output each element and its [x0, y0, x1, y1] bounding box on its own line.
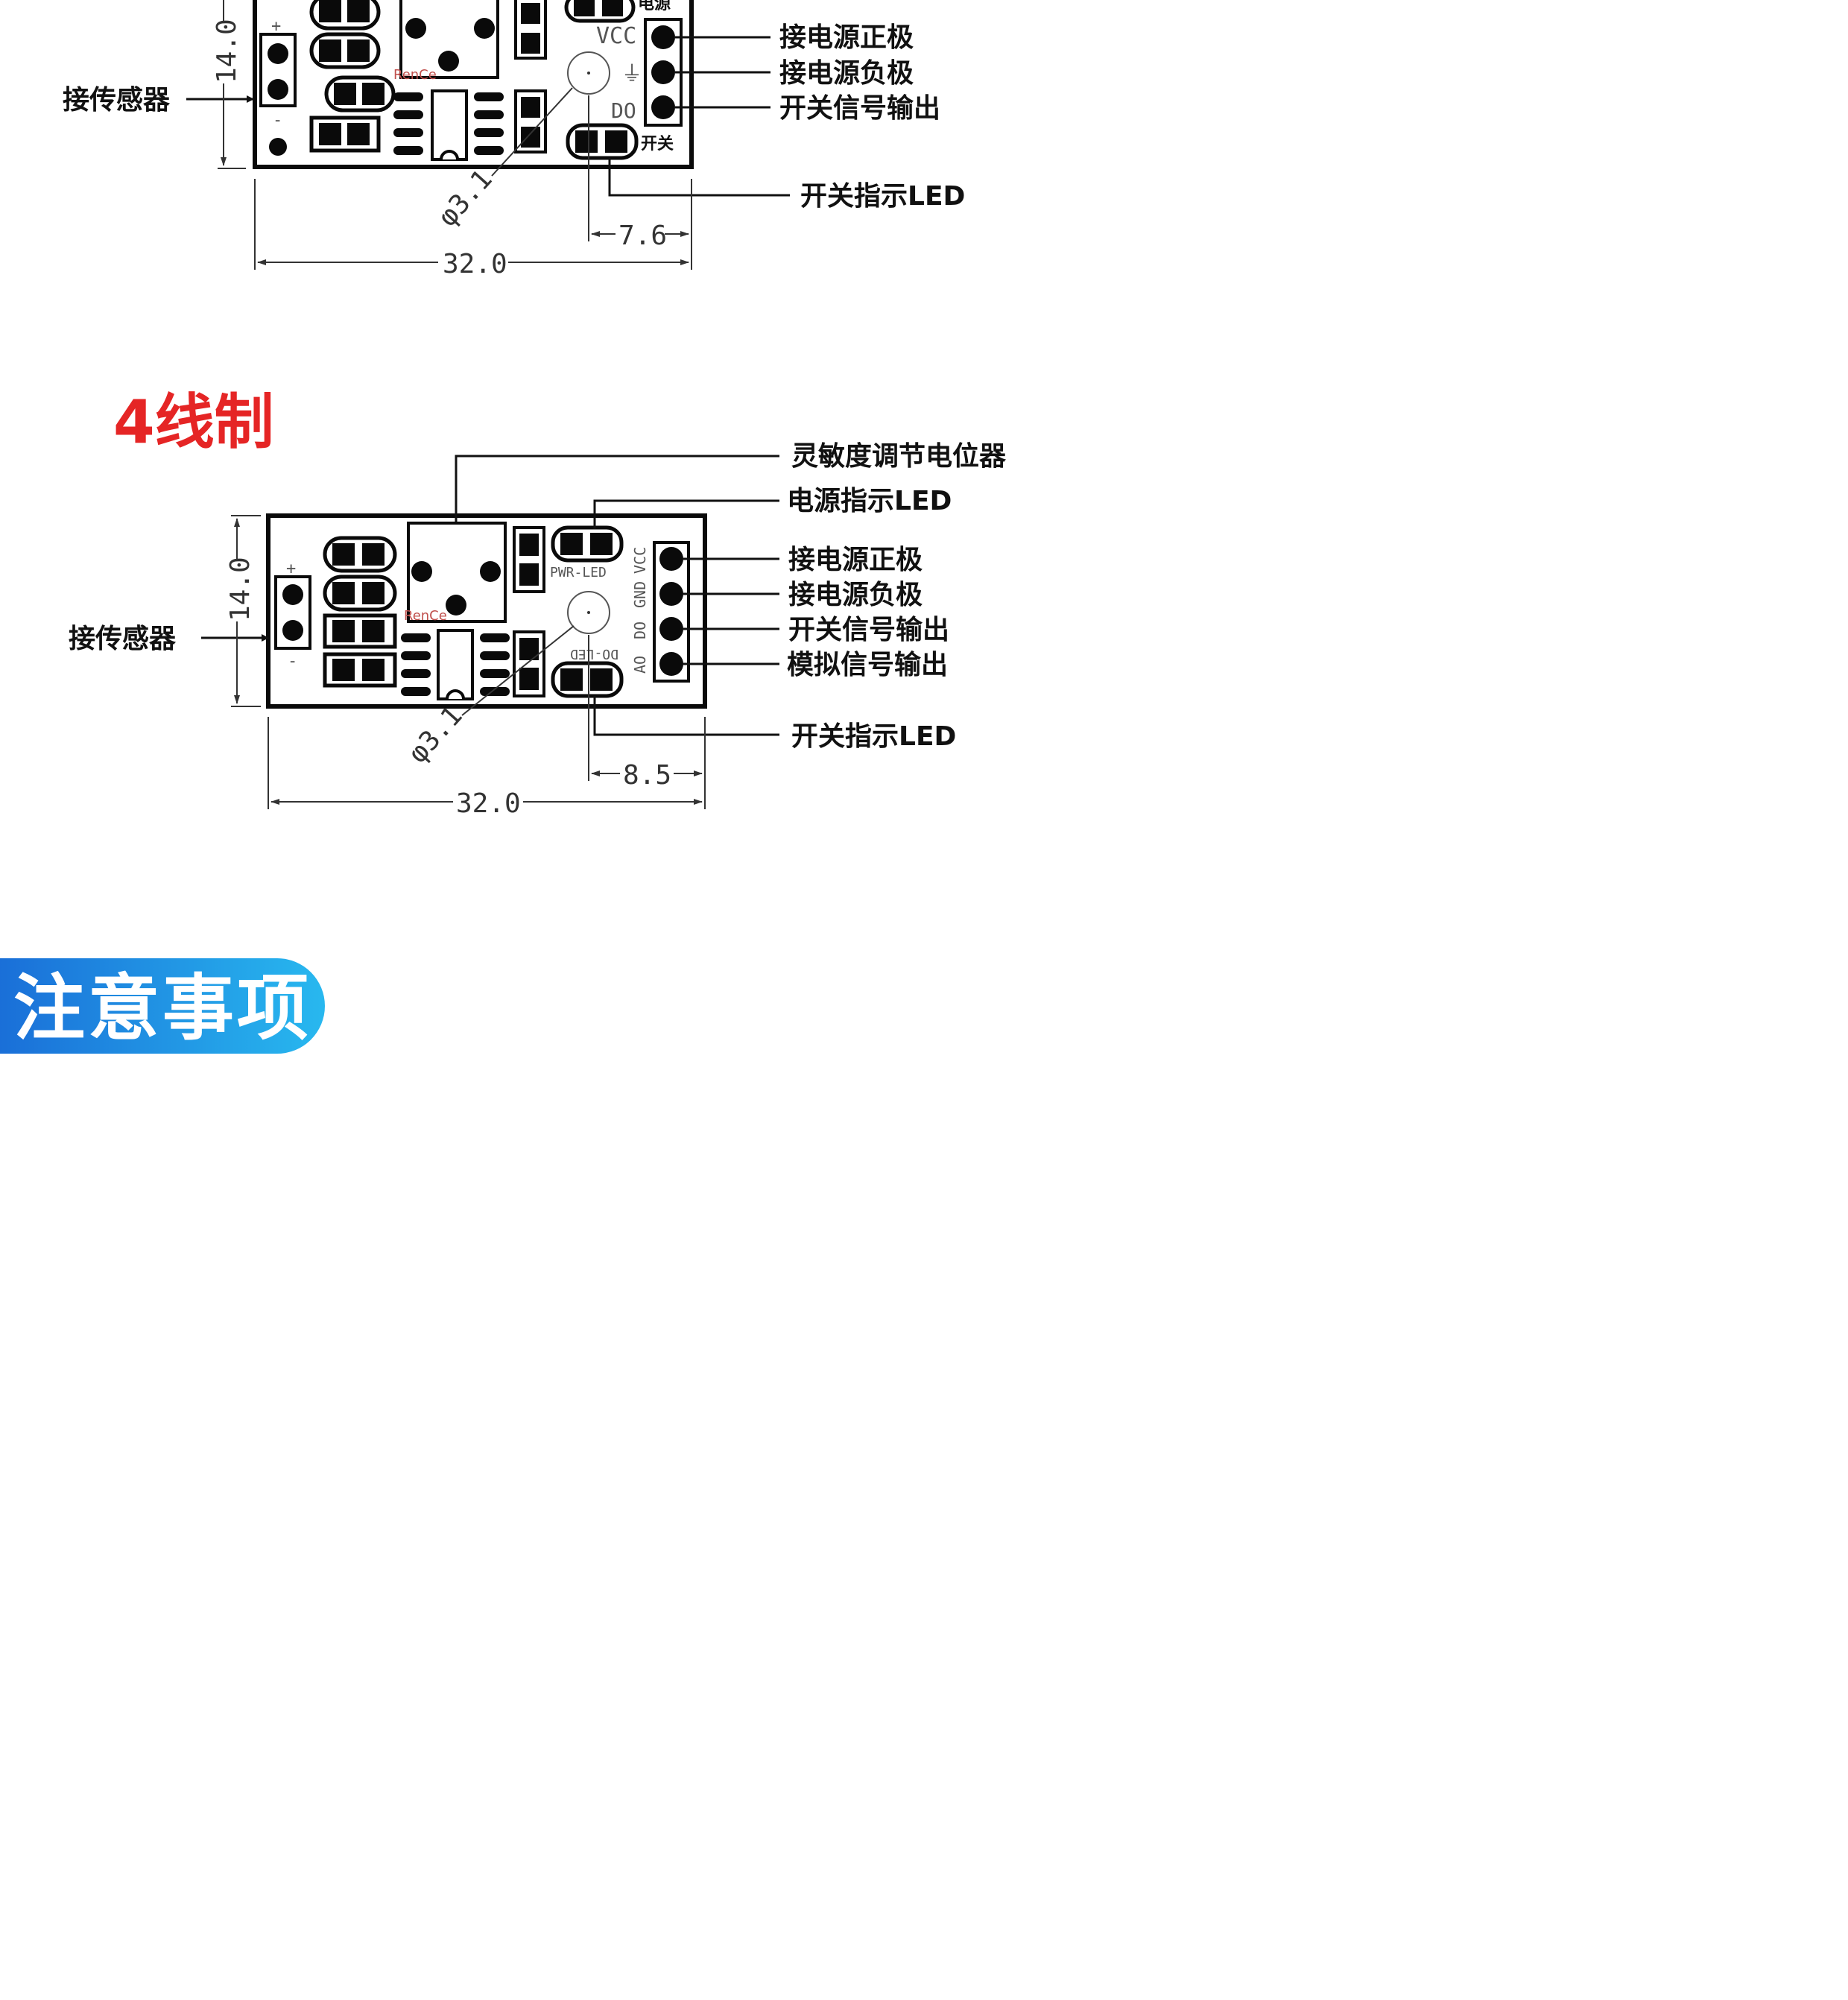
dim-width: 32.0 — [443, 249, 507, 279]
silk-power: 电源 — [638, 0, 671, 13]
silk-do: DO — [611, 98, 636, 123]
label-vcc: 接电源正极 — [779, 22, 914, 53]
silk-switch: 开关 — [641, 135, 674, 154]
dim-offset: 8.5 — [623, 760, 671, 791]
mounting-hole — [567, 51, 610, 95]
title-4-wire: 4线制 — [113, 387, 274, 457]
potentiometer — [407, 522, 507, 623]
ic-chip — [393, 89, 504, 161]
sensor-pin-2 — [268, 79, 288, 100]
label-pot: 灵敏度调节电位器 — [791, 441, 1007, 472]
silk-logo: RenCe — [404, 608, 447, 624]
label-sensor: 接传感器 — [63, 85, 171, 115]
silk-logo: RenCe — [393, 67, 437, 83]
label-switch-led: 开关指示LED — [791, 721, 956, 752]
banner-title: 注意事项 — [13, 966, 311, 1050]
switch-led — [566, 123, 639, 160]
potentiometer — [399, 0, 499, 79]
label-gnd: 接电源负极 — [788, 580, 923, 610]
dim-height: 14.0 — [212, 19, 242, 83]
silk-vcc: VCC — [596, 23, 636, 49]
silk-do: DO — [631, 621, 649, 639]
dim-width: 32.0 — [456, 788, 521, 819]
diagram-3-wire: + - RenCe — [63, 0, 965, 279]
dim-offset: 7.6 — [618, 221, 667, 251]
label-gnd: 接电源负极 — [779, 58, 914, 89]
smd-pads-left — [323, 536, 397, 688]
label-switch-led: 开关指示LED — [800, 181, 965, 212]
power-led — [551, 525, 624, 563]
mount-dot — [269, 138, 287, 156]
switch-led — [551, 661, 624, 698]
mounting-hole — [567, 591, 610, 634]
silk-gnd: GND — [631, 581, 649, 608]
label-sensor: 接传感器 — [69, 624, 177, 654]
silk-do-led: DO-LED — [570, 646, 618, 662]
ic-chip — [401, 629, 510, 700]
label-vcc: 接电源正极 — [788, 545, 923, 575]
diagram-4-wire: + - RenCe — [69, 441, 1007, 819]
label-do: 开关信号输出 — [788, 615, 949, 645]
silk-minus: - — [288, 652, 297, 671]
sensor-header — [259, 33, 297, 107]
output-header — [653, 541, 690, 683]
smd-pads-left — [309, 0, 396, 153]
sensor-pin-1 — [268, 43, 288, 64]
banner-background — [0, 958, 325, 1054]
silk-gnd: ⏚ — [621, 61, 642, 86]
silk-pwr-led: PWR-LED — [550, 565, 607, 580]
sensor-header — [274, 575, 311, 650]
label-ao: 模拟信号输出 — [787, 650, 948, 680]
silk-ao: AO — [631, 656, 649, 674]
dim-height: 14.0 — [225, 557, 256, 621]
dim-hole: φ3.1 — [432, 164, 498, 232]
silk-plus: + — [271, 17, 281, 36]
silk-minus: - — [273, 111, 282, 130]
notice-banner: 注意事项 — [0, 958, 325, 1054]
drawing-canvas: + - RenCe — [0, 0, 1007, 1054]
silk-vcc: VCC — [631, 547, 649, 574]
label-pwr-led: 电源指示LED — [787, 486, 952, 516]
dim-hole: φ3.1 — [402, 700, 468, 769]
label-do: 开关信号输出 — [779, 93, 940, 124]
silk-plus: + — [286, 560, 296, 578]
